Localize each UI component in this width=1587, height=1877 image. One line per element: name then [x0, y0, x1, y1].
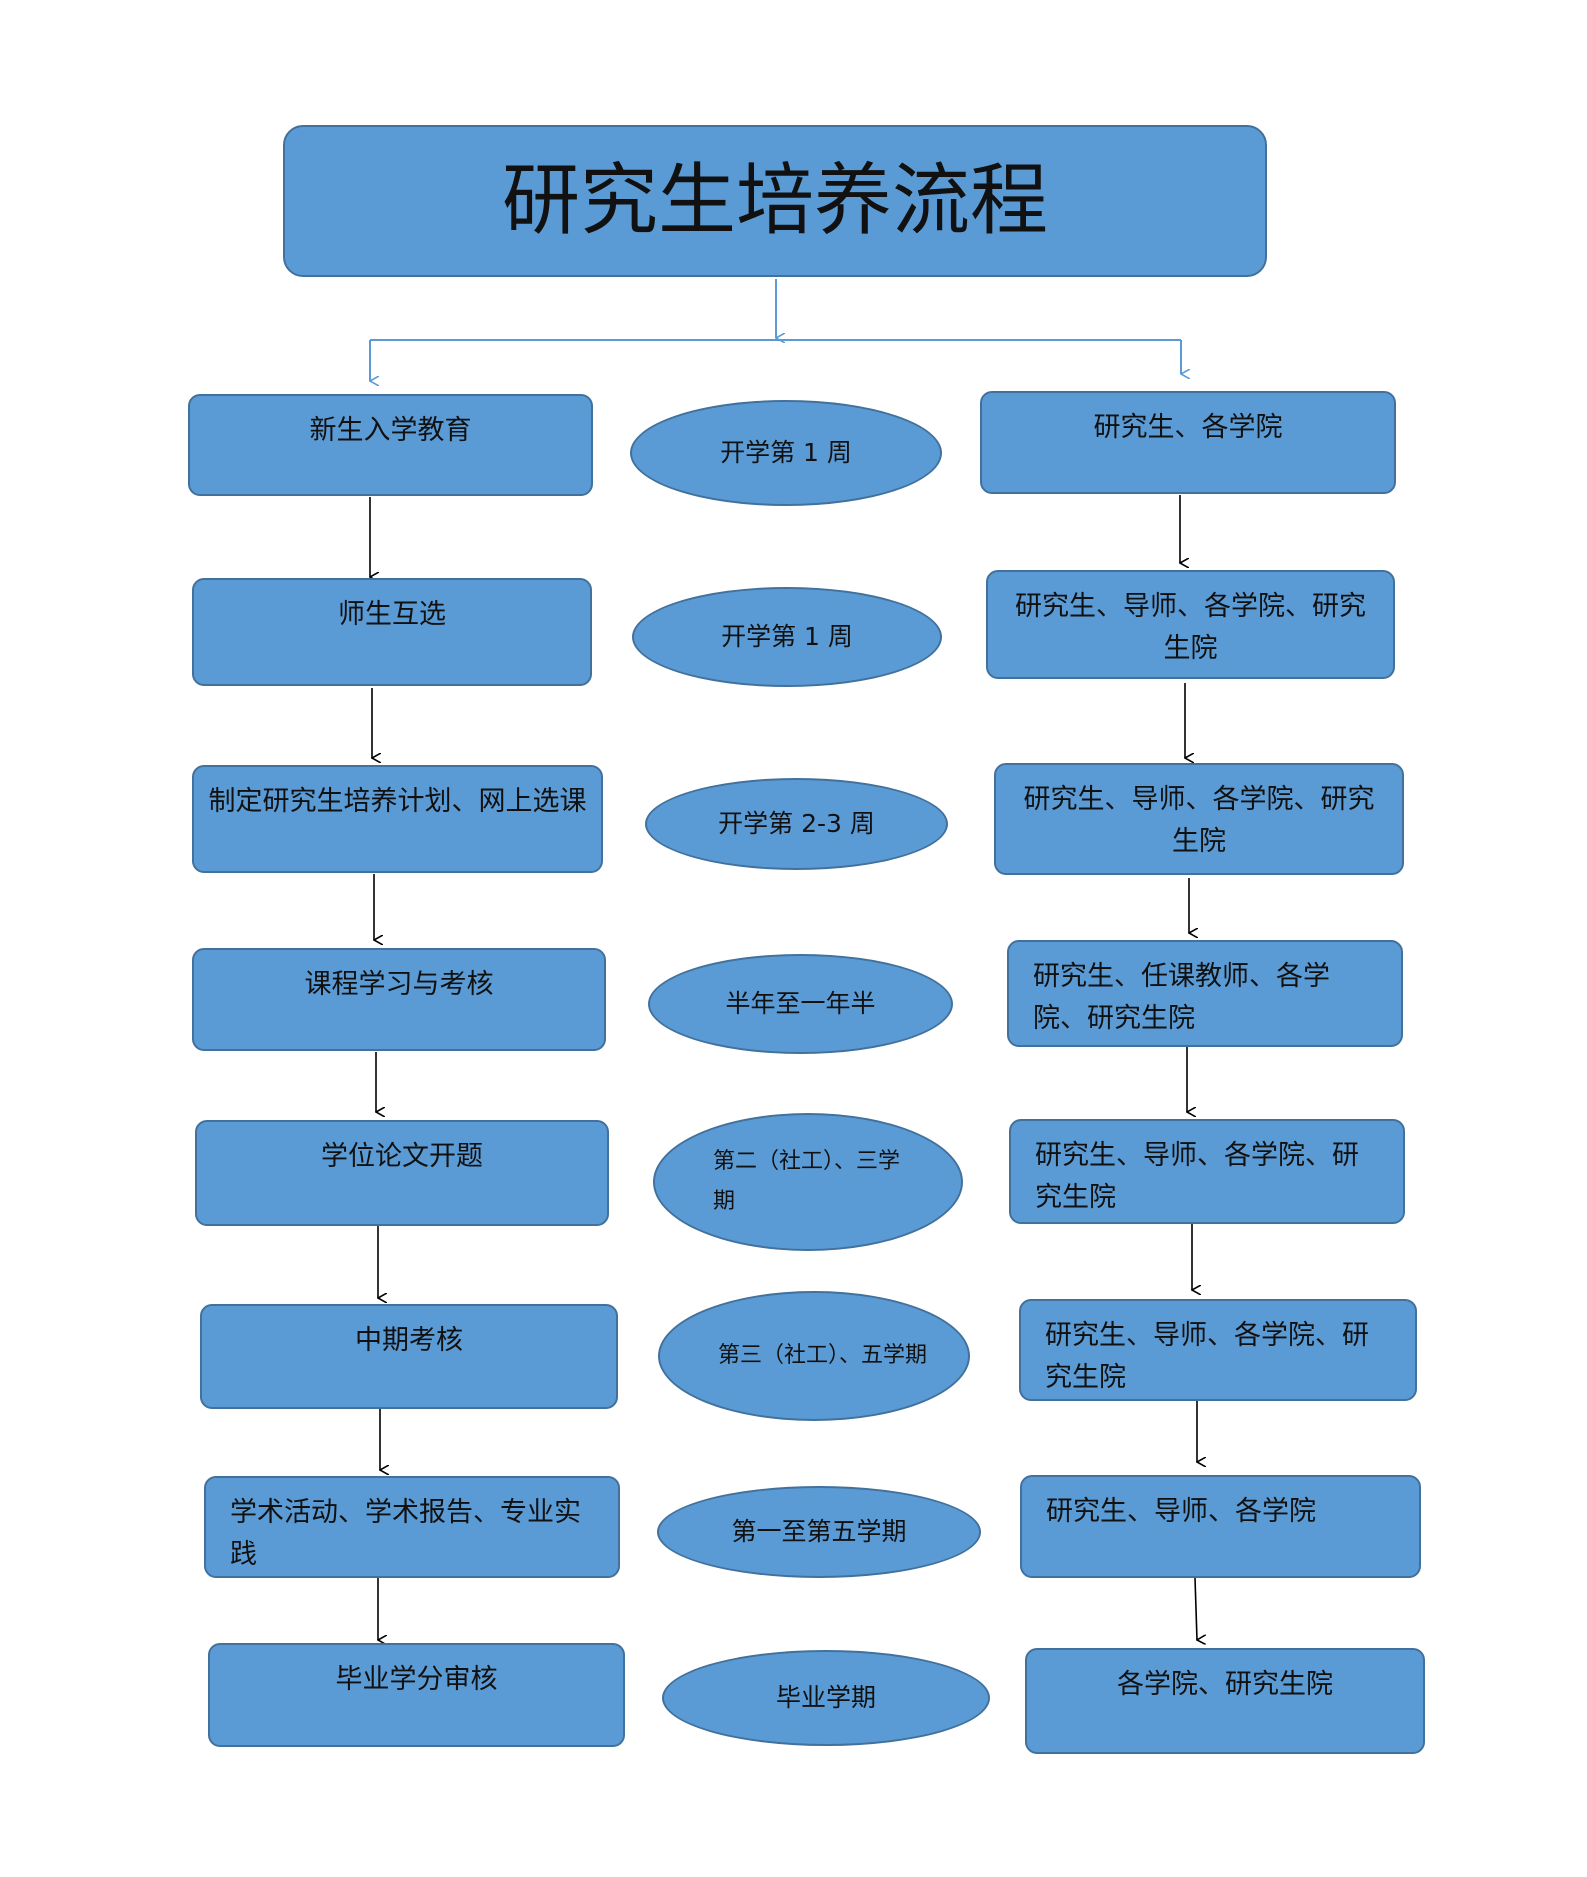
- right-arrow-7: [1194, 1577, 1197, 1640]
- step-box-4: 课程学习与考核: [192, 948, 606, 1051]
- step-label: 新生入学教育: [309, 415, 472, 446]
- time-label: 开学第 1 周: [721, 622, 853, 651]
- responsible-label: 研究生、任课教师、各学院、研究生院: [1033, 961, 1330, 1034]
- responsible-label: 研究生、各学院: [1093, 412, 1283, 443]
- time-ellipse-7: 第一至第五学期: [657, 1486, 981, 1578]
- title-box: 研究生培养流程: [283, 125, 1267, 277]
- step-box-7: 学术活动、学术报告、专业实践: [204, 1476, 620, 1578]
- responsible-box-7: 研究生、导师、各学院: [1020, 1475, 1421, 1578]
- time-label: 第一至第五学期: [731, 1517, 907, 1546]
- step-box-1: 新生入学教育: [188, 394, 593, 496]
- step-label: 毕业学分审核: [335, 1664, 498, 1695]
- time-ellipse-5: 第二（社工）、三学期: [653, 1113, 963, 1251]
- time-ellipse-8: 毕业学期: [662, 1650, 990, 1746]
- step-label: 师生互选: [338, 599, 446, 630]
- responsible-label: 研究生、导师、各学院: [1046, 1496, 1316, 1527]
- time-ellipse-6: 第三（社工）、五学期: [658, 1291, 970, 1421]
- time-ellipse-2: 开学第 1 周: [632, 587, 942, 687]
- responsible-box-2: 研究生、导师、各学院、研究生院: [986, 570, 1395, 679]
- step-box-5: 学位论文开题: [195, 1120, 609, 1226]
- time-label: 半年至一年半: [725, 989, 876, 1018]
- time-ellipse-3: 开学第 2-3 周: [645, 778, 948, 870]
- responsible-label: 研究生、导师、各学院、研究生院: [1035, 1140, 1359, 1213]
- step-label: 学位论文开题: [321, 1141, 483, 1172]
- responsible-box-4: 研究生、任课教师、各学院、研究生院: [1007, 940, 1403, 1047]
- responsible-box-1: 研究生、各学院: [980, 391, 1396, 494]
- step-label: 制定研究生培养计划、网上选课: [208, 786, 587, 817]
- time-label: 第二（社工）、三学期: [713, 1149, 901, 1214]
- responsible-label: 研究生、导师、各学院、研究生院: [1023, 784, 1375, 857]
- step-label: 课程学习与考核: [304, 969, 494, 1000]
- responsible-box-8: 各学院、研究生院: [1025, 1648, 1425, 1754]
- step-label: 中期考核: [355, 1325, 463, 1356]
- time-label: 开学第 1 周: [720, 438, 852, 467]
- time-label: 开学第 2-3 周: [718, 809, 875, 838]
- step-label: 学术活动、学术报告、专业实践: [230, 1497, 581, 1570]
- step-box-3: 制定研究生培养计划、网上选课: [192, 765, 603, 873]
- responsible-label: 研究生、导师、各学院、研究生院: [1045, 1320, 1369, 1393]
- responsible-box-6: 研究生、导师、各学院、研究生院: [1019, 1299, 1417, 1401]
- responsible-box-3: 研究生、导师、各学院、研究生院: [994, 763, 1404, 875]
- time-ellipse-4: 半年至一年半: [648, 954, 953, 1054]
- time-label: 毕业学期: [775, 1683, 876, 1712]
- step-box-2: 师生互选: [192, 578, 592, 686]
- responsible-box-5: 研究生、导师、各学院、研究生院: [1009, 1119, 1405, 1224]
- time-label: 第三（社工）、五学期: [718, 1343, 928, 1368]
- diagram-title: 研究生培养流程: [501, 156, 1048, 246]
- responsible-label: 研究生、导师、各学院、研究生院: [1015, 591, 1366, 664]
- step-box-8: 毕业学分审核: [208, 1643, 625, 1747]
- step-box-6: 中期考核: [200, 1304, 618, 1409]
- responsible-label: 各学院、研究生院: [1117, 1669, 1333, 1700]
- time-ellipse-1: 开学第 1 周: [630, 400, 942, 506]
